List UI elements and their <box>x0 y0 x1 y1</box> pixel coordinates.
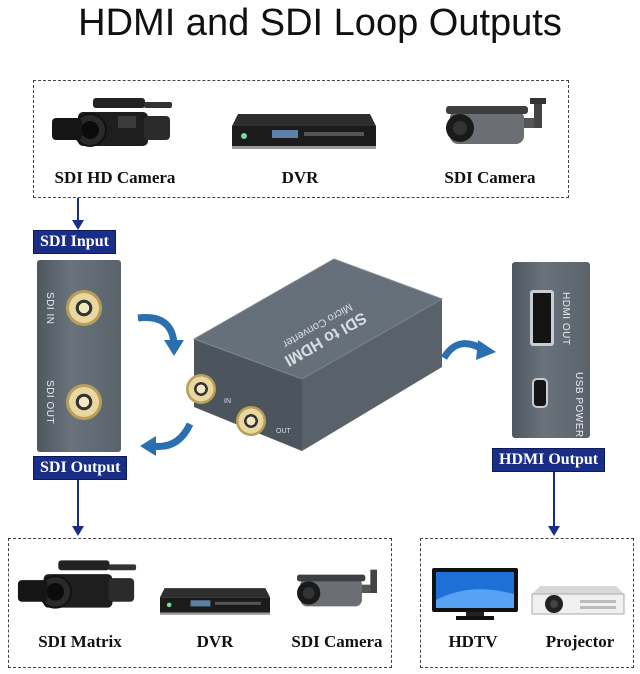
cctv-camera-icon <box>446 98 546 144</box>
sdi-in-port-label: SDI IN <box>44 292 55 325</box>
source-label: SDI Camera <box>444 168 536 187</box>
hdmi-out-port-label: HDMI OUT <box>560 292 571 346</box>
connector-line <box>553 472 555 526</box>
destination-label: SDI Matrix <box>38 632 122 651</box>
video-camera-icon <box>17 560 137 609</box>
source-label: SDI HD Camera <box>54 168 176 187</box>
usb-port-icon <box>532 378 548 408</box>
destination-label: HDTV <box>448 632 498 651</box>
converter-device <box>192 258 444 451</box>
sdi-out-port-label: SDI OUT <box>44 380 55 425</box>
curved-arrow-icon <box>440 340 496 360</box>
sdi-output-tag: SDI Output <box>33 456 128 480</box>
connector-line <box>77 480 79 526</box>
sdi-in-connector-icon <box>66 290 102 326</box>
arrow-down-icon <box>548 526 560 536</box>
hdmi-port-icon <box>530 290 554 346</box>
destination-label: SDI Camera <box>291 632 383 651</box>
video-camera-icon <box>52 98 172 147</box>
device-in-connector-icon <box>186 374 216 404</box>
page-title: HDMI and SDI Loop Outputs <box>78 2 562 44</box>
hdmi-destinations-box <box>420 538 634 668</box>
arrow-down-icon <box>72 526 84 536</box>
hdmi-output-tag: HDMI Output <box>492 448 606 472</box>
sdi-destinations-box <box>8 538 392 668</box>
source-label: DVR <box>281 168 319 187</box>
destination-label: Projector <box>545 632 615 651</box>
usb-power-port-label: USB POWER <box>573 372 584 438</box>
sdi-input-tag: SDI Input <box>33 230 116 254</box>
destination-label: DVR <box>196 632 234 651</box>
connector-line <box>77 198 79 224</box>
curved-arrow-icon <box>137 314 184 356</box>
sdi-out-connector-icon <box>66 384 102 420</box>
sources-box <box>33 80 569 198</box>
arrow-down-icon <box>72 220 84 230</box>
projector-icon <box>531 586 625 615</box>
cctv-camera-icon <box>297 569 377 607</box>
device-out-port-label: OUT <box>276 428 291 435</box>
tv-icon <box>432 568 518 620</box>
device-out-connector-icon <box>236 406 266 436</box>
dvr-icon <box>232 114 376 149</box>
device-in-port-label: IN <box>224 398 231 405</box>
curved-arrow-icon <box>140 422 194 456</box>
dvr-icon <box>160 588 270 615</box>
